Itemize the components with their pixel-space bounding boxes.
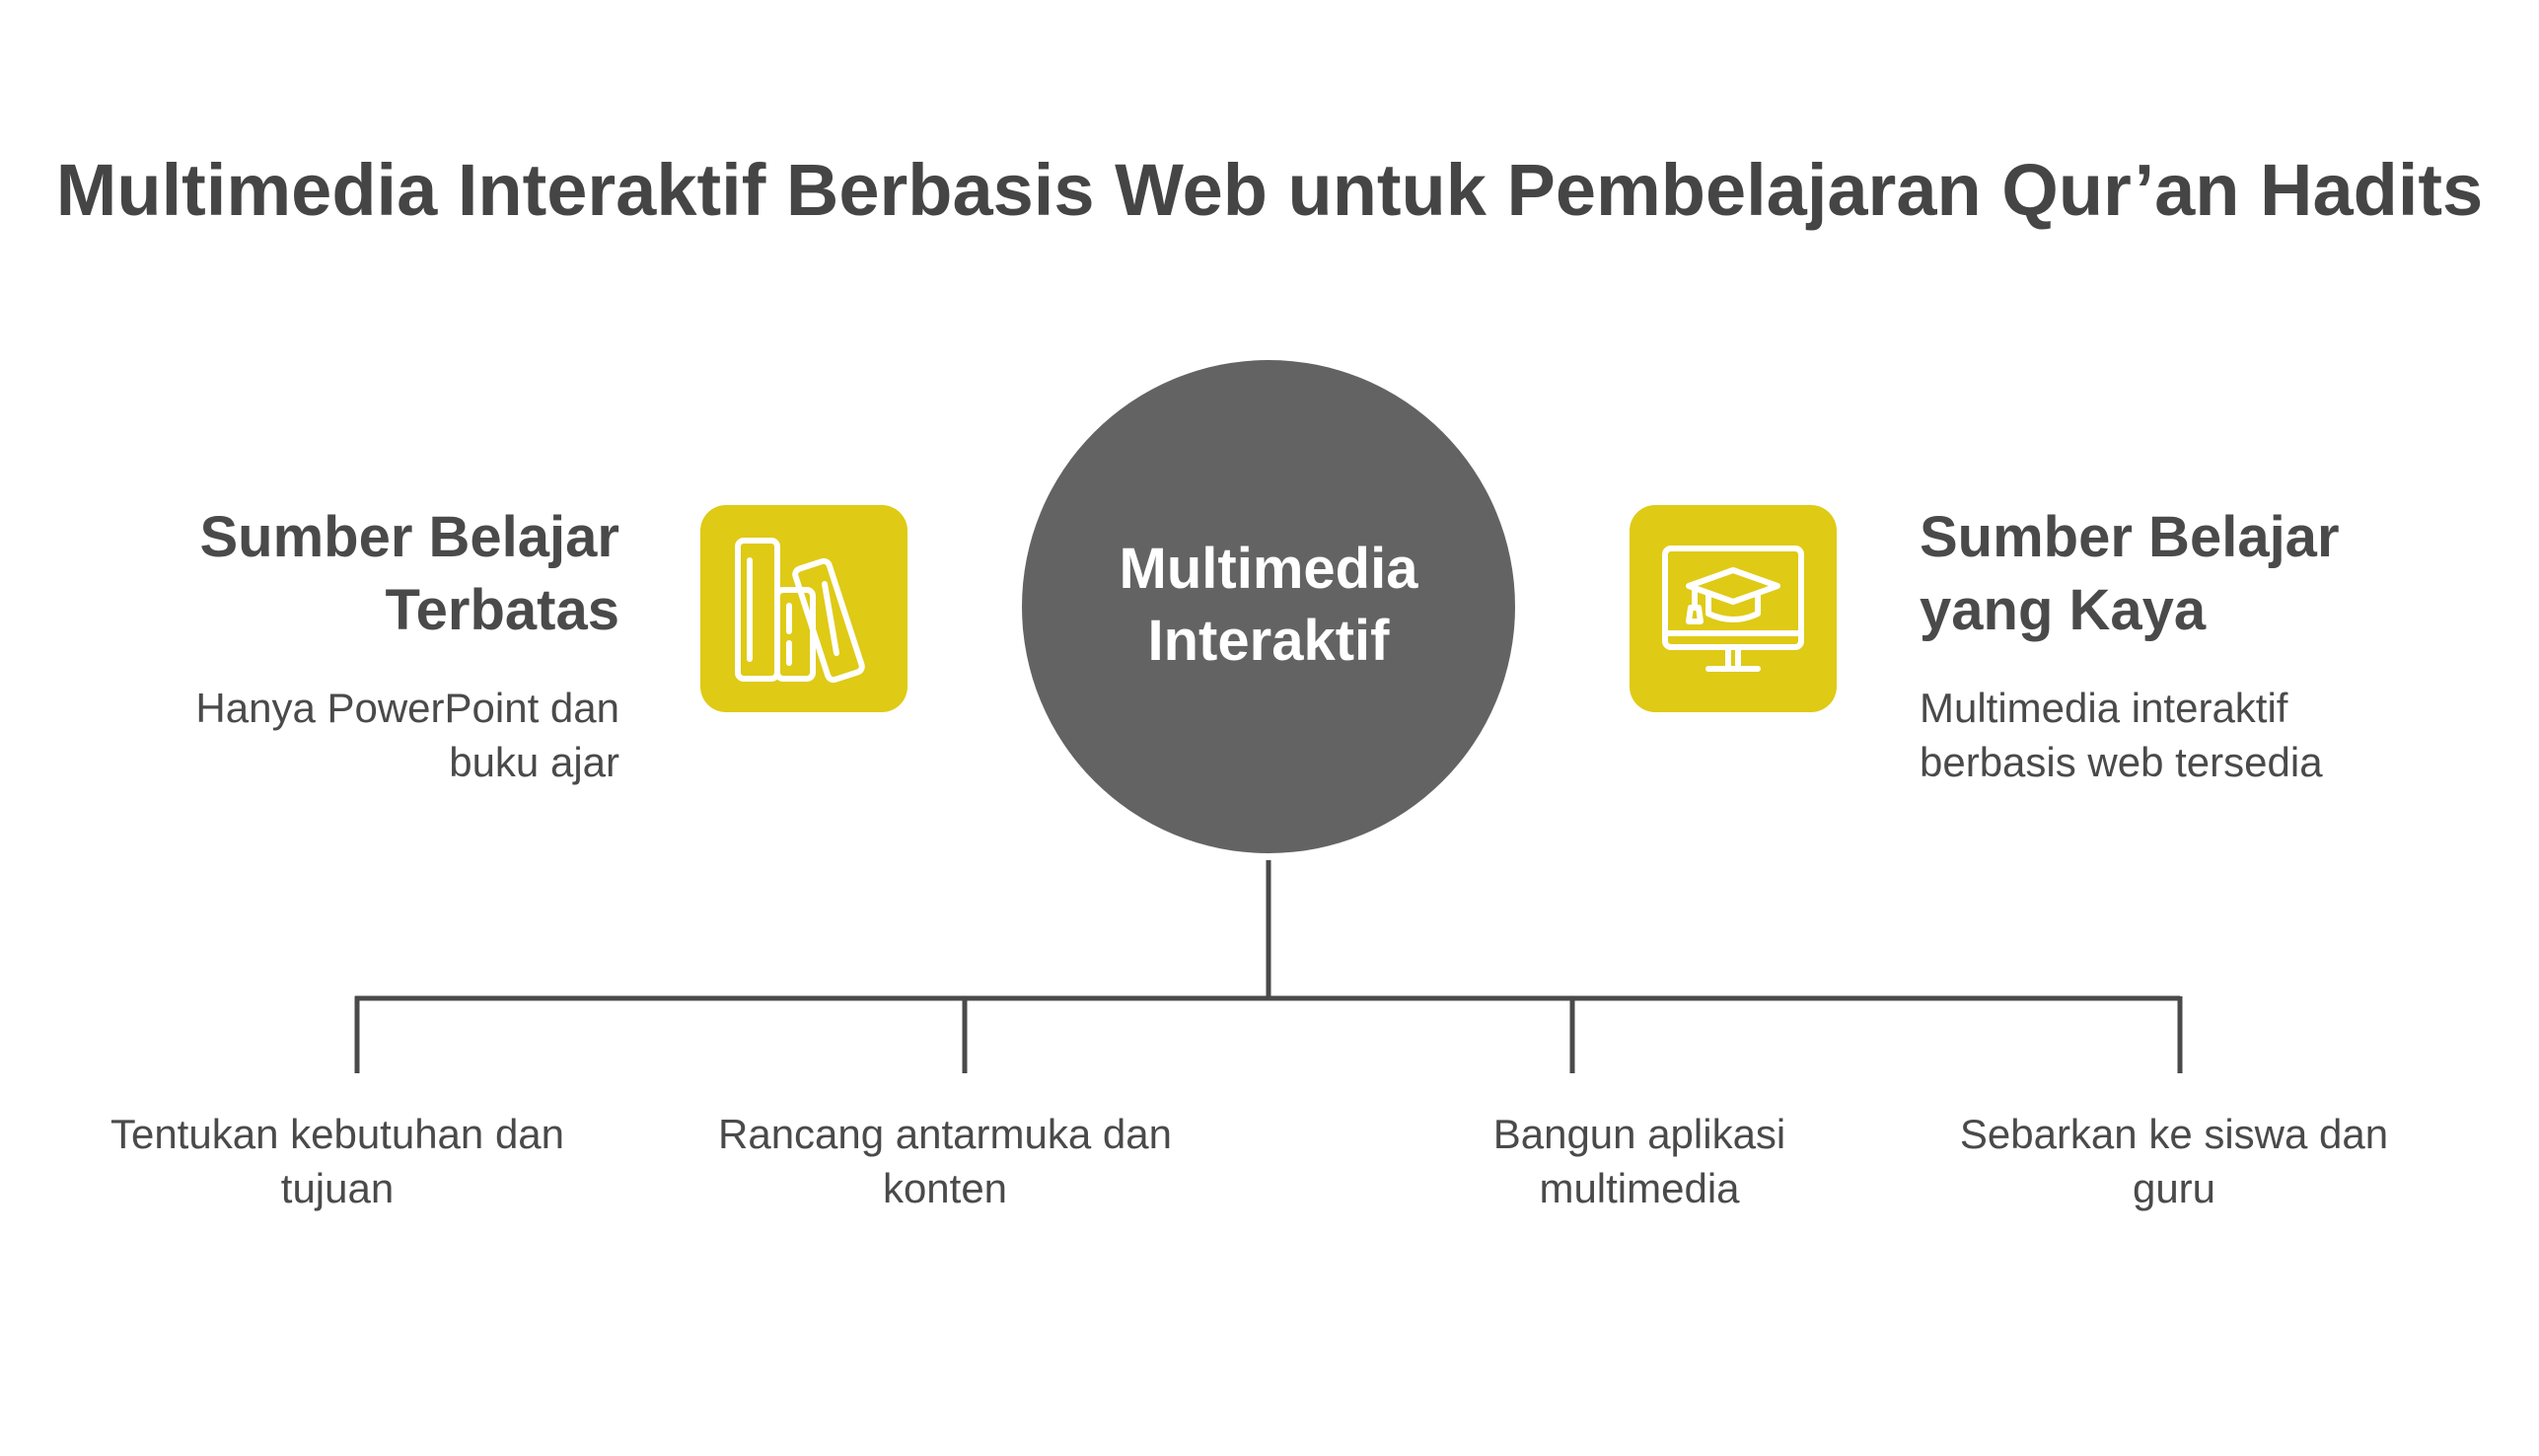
monitor-graduation-cap-icon [1662,546,1804,672]
left-title-line2: Terbatas [385,578,619,642]
right-desc-line1: Multimedia interaktif [1920,685,2288,731]
right-title-line1: Sumber Belajar [1920,505,2340,569]
step-2-line1: Rancang antarmuka dan [718,1111,1172,1157]
step-4-line2: guru [2132,1165,2216,1211]
step-1: Tentukan kebutuhan dan tujuan [61,1107,614,1215]
monitor-icon-box [1630,505,1837,712]
step-1-line1: Tentukan kebutuhan dan [109,1111,565,1157]
books-icon [735,538,865,684]
center-hub-label: Multimedia Interaktif [1022,533,1515,677]
step-4-line1: Sebarkan ke siswa dan [1959,1111,2389,1157]
center-hub-circle [1022,360,1515,853]
left-description: Hanya PowerPoint dan buku ajar [99,681,619,789]
right-description: Multimedia interaktif berbasis web terse… [1920,681,2472,789]
right-title-line2: yang Kaya [1920,578,2207,642]
step-2-line2: konten [882,1165,1008,1211]
left-desc-line1: Hanya PowerPoint dan [195,685,619,731]
step-1-line2: tujuan [280,1165,395,1211]
step-4: Sebarkan ke siswa dan guru [1898,1107,2450,1215]
left-title-line1: Sumber Belajar [199,505,619,569]
right-title: Sumber Belajar yang Kaya [1920,501,2472,647]
step-2: Rancang antarmuka dan konten [669,1107,1221,1215]
hub-label-line2: Interaktif [1147,609,1390,673]
right-desc-line2: berbasis web tersedia [1920,739,2323,785]
diagram-title: Multimedia Interaktif Berbasis Web untuk… [55,149,2484,231]
left-desc-line2: buku ajar [449,739,619,785]
books-icon-box [700,505,907,712]
left-title: Sumber Belajar Terbatas [178,501,619,647]
hub-label-line1: Multimedia [1119,537,1418,601]
step-3-line1: Bangun aplikasi [1492,1111,1786,1157]
step-3-line2: multimedia [1539,1165,1740,1211]
step-3: Bangun aplikasi multimedia [1363,1107,1916,1215]
